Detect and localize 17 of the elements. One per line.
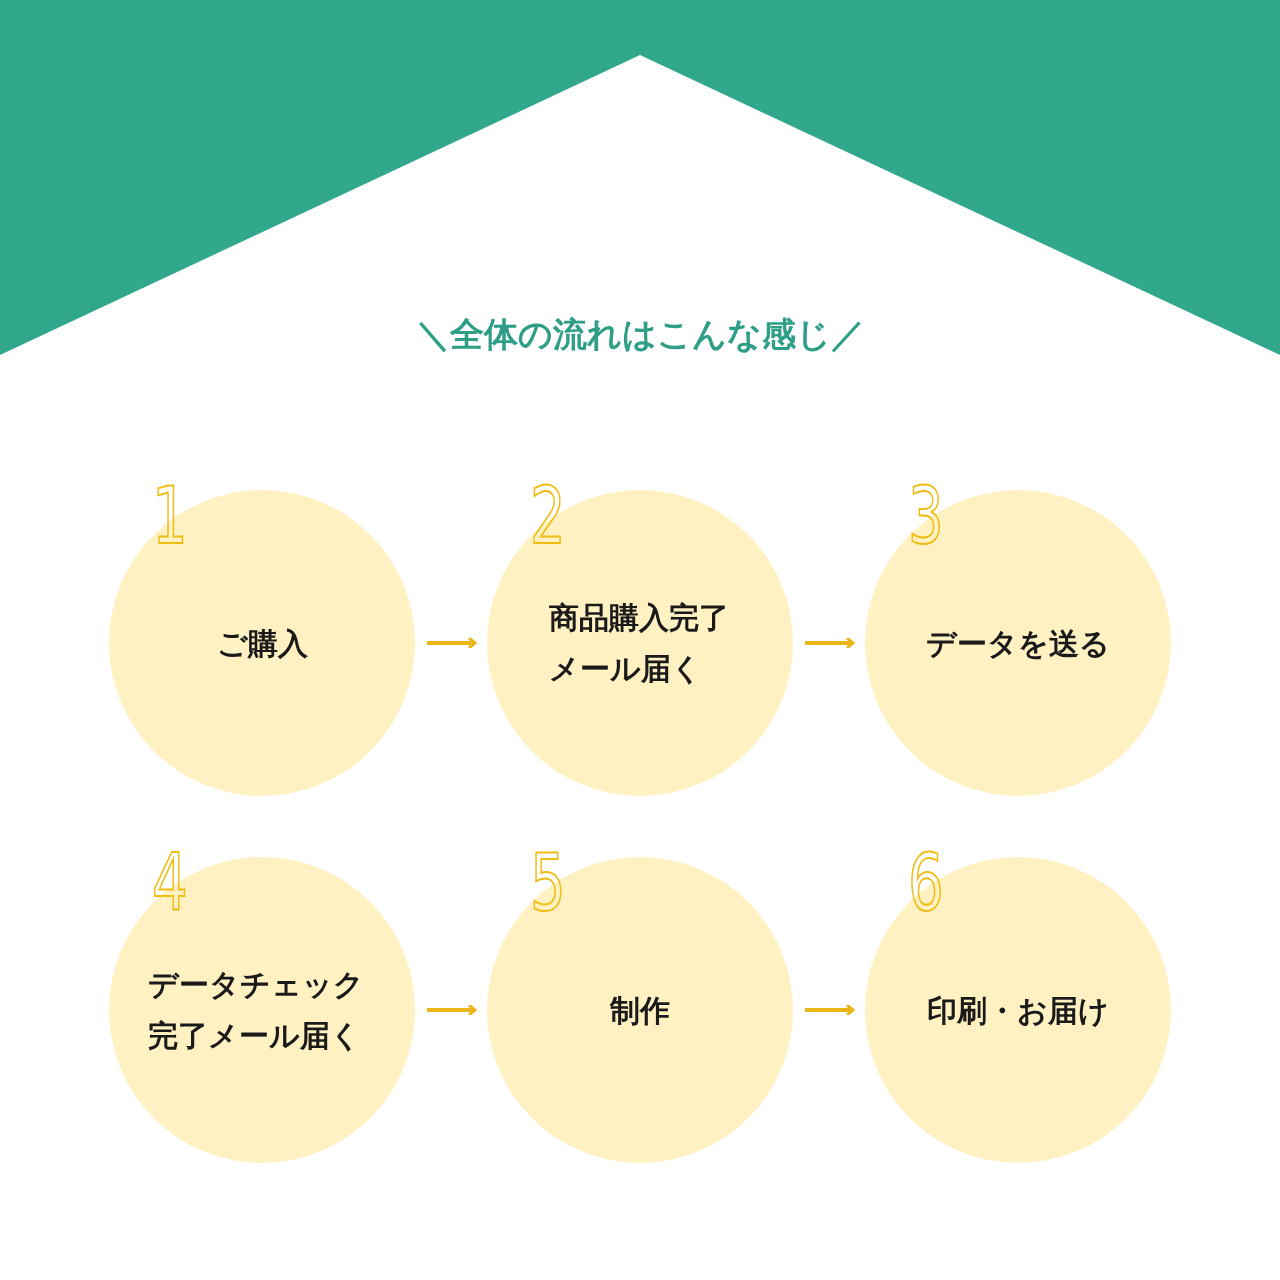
- step-label: データを送る: [926, 624, 1110, 663]
- step-number: 6: [908, 844, 944, 922]
- step-number: 2: [530, 477, 566, 555]
- step-number: 4: [152, 844, 188, 922]
- step-label: ご購入: [216, 624, 308, 663]
- step-label: データチェック完了メール届く: [148, 966, 365, 1055]
- title: ＼全体の流れはこんな感じ／: [414, 313, 866, 356]
- step-label: 制作: [610, 991, 670, 1030]
- step-number: 5: [530, 844, 566, 922]
- arrow: [427, 1003, 477, 1017]
- step-number: 1: [152, 477, 188, 555]
- arrow: [427, 636, 477, 650]
- arrow: [805, 636, 855, 650]
- step-label: 商品購入完了メール届く: [548, 599, 730, 688]
- step-number: 3: [908, 477, 944, 555]
- arrow: [805, 1003, 855, 1017]
- step-label: 印刷・お届け: [927, 991, 1109, 1030]
